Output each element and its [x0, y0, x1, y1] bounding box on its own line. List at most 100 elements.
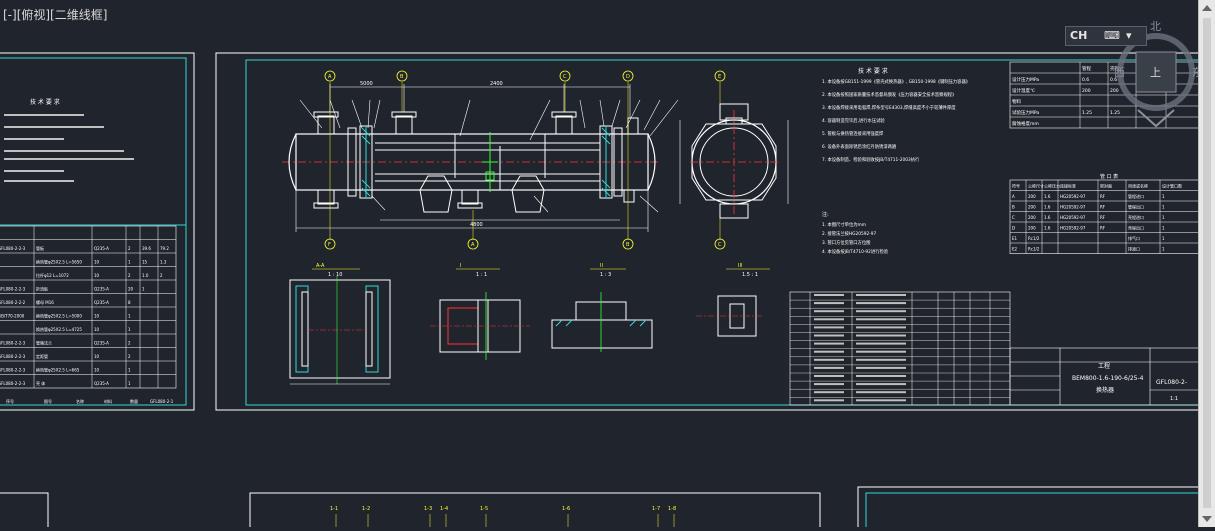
parts-row-text [814, 366, 844, 369]
table-cell: 1.3 [160, 260, 167, 265]
table-cell: 200 [1110, 88, 1119, 94]
detail1-scale: 1 : 1 [476, 272, 487, 278]
table-cell: 试验压力MPa [1012, 109, 1039, 116]
table-cell: Q235-A [94, 287, 109, 292]
table-cell: 设计压力MPa [1012, 76, 1039, 83]
viewcube-north[interactable]: 北 [1150, 20, 1161, 33]
svg-text:1-1: 1-1 [330, 506, 338, 512]
tech-note: 7. 本设备制造、检验和验收按JB/T4711-2003执行 [822, 156, 920, 163]
table-cell: GFL080-2-2-2 [0, 300, 26, 305]
table-header: 公称尺寸 [1028, 183, 1044, 189]
table-cell: HG20592-97 [1060, 194, 1086, 199]
table-cell: RF [1100, 194, 1106, 199]
table-cell: 1 [128, 260, 131, 265]
nozzle-bubble [396, 70, 408, 82]
table-cell: 1 [128, 327, 131, 332]
table-cell: 换热管φ25X2.5 L=5650 [36, 259, 82, 265]
parts-row-text [856, 366, 906, 369]
table-cell: 200 [1028, 215, 1036, 220]
keyboard-icon[interactable]: ⌨ [1104, 29, 1120, 42]
table-header: 管程 [1082, 65, 1091, 72]
parts-row-text [856, 375, 906, 377]
parts-row-text [856, 334, 906, 337]
left-footer-cell: 图号 [44, 398, 52, 404]
dim-overall: 5000 [360, 81, 373, 87]
ime-language[interactable]: CH [1070, 29, 1088, 42]
table-cell: 1.25 [1110, 110, 1120, 116]
table-cell: 1 [128, 368, 131, 373]
parts-row-text [856, 350, 906, 353]
table-cell: D [1012, 226, 1015, 231]
table-cell: Q235-A [94, 381, 109, 386]
svg-text:1-5: 1-5 [480, 506, 488, 512]
ime-toolbar[interactable]: CH ⌨ ▾ [1065, 26, 1147, 46]
viewcube-top[interactable]: 上 [1150, 66, 1161, 79]
detail3-scale: 1.5 : 1 [742, 272, 758, 278]
scroll-thumb[interactable] [1203, 18, 1211, 508]
nozzle-bubble [714, 70, 726, 82]
title-name: 换热器 [1096, 386, 1114, 394]
table-cell: GFL080-2-2-3 [0, 246, 26, 251]
table-cell: 定距管 [36, 353, 48, 359]
viewcube-widget[interactable]: 上 北 西 东 [1110, 14, 1205, 142]
tech-note: 5. 管板与换热管连接采用强度焊 [822, 130, 884, 137]
viewport-controls[interactable]: [-][俯视][二维线框] [3, 8, 108, 22]
left-footer-cell: 数量 [130, 398, 138, 404]
table-cell: 1.6 [1044, 215, 1051, 220]
table-cell: 拉杆φ12 L=1072 [36, 272, 69, 278]
title-model: BEM800-1.6-190-6/25-4 [1072, 375, 1144, 382]
table-cell: GFL080-2-2-3 [0, 341, 26, 346]
viewcube-east[interactable]: 东 [1192, 66, 1203, 79]
table-cell: HG20592-97 [1060, 226, 1086, 231]
parts-row-text [856, 342, 906, 345]
left-footer-cell: 材料 [104, 398, 112, 404]
parts-row-text [856, 318, 906, 321]
table-header: 连接标准 [1060, 183, 1076, 189]
table-cell: GFL080-2-2-3 [0, 381, 26, 386]
table-cell: 20 [128, 287, 134, 292]
table-cell: 1.6 [1044, 226, 1051, 231]
parts-row-text [814, 326, 844, 329]
table-cell: 1 [128, 381, 131, 386]
table-cell: 10 [94, 368, 100, 373]
parts-row-text [856, 302, 906, 305]
scroll-up-icon[interactable] [1202, 5, 1212, 11]
left-sheet-title: 技 术 要 求 [30, 98, 60, 106]
table-cell: A [1012, 194, 1015, 199]
table-cell: 壳程出口 [1128, 225, 1144, 231]
left-sheet-notes [4, 114, 134, 182]
table-cell: 2 [128, 341, 131, 346]
section-view [289, 276, 391, 385]
nozzle-bubble-label: C [563, 74, 567, 80]
nozzle-title: 管 口 表 [1100, 173, 1118, 180]
nozzle-bubble-label: C [718, 242, 722, 248]
table-cell: 管箱法兰 [36, 340, 52, 346]
table-cell: 200 [1082, 88, 1091, 94]
vertical-scrollbar[interactable] [1198, 0, 1215, 527]
table-cell: 2 [128, 246, 131, 251]
table-header: 符号 [1012, 183, 1020, 189]
table-cell: 螺母 M16 [36, 299, 54, 305]
ime-options-icon[interactable]: ▾ [1126, 29, 1132, 42]
table-cell: 物料 [1012, 98, 1021, 105]
table-cell: GFL080-2-2-3 [0, 368, 26, 373]
table-cell: 腐蚀裕度mm [1012, 120, 1039, 127]
left-sheet [0, 52, 195, 411]
table-header: 设计管口数 [1162, 183, 1182, 189]
parts-row-text [814, 358, 844, 361]
detail-1 [430, 292, 530, 360]
table-cell: GFL080-2-2-3 [0, 354, 26, 359]
parts-row-text [814, 383, 844, 386]
svg-text:1-4: 1-4 [440, 506, 448, 512]
table-cell: 壳 体 [36, 380, 45, 386]
table-cell: 管板 [36, 245, 44, 251]
viewcube-west[interactable]: 西 [1114, 66, 1125, 79]
scroll-down-icon[interactable] [1202, 516, 1212, 522]
table-cell: 1.0 [142, 273, 149, 278]
table-cell: 1 [142, 287, 145, 292]
